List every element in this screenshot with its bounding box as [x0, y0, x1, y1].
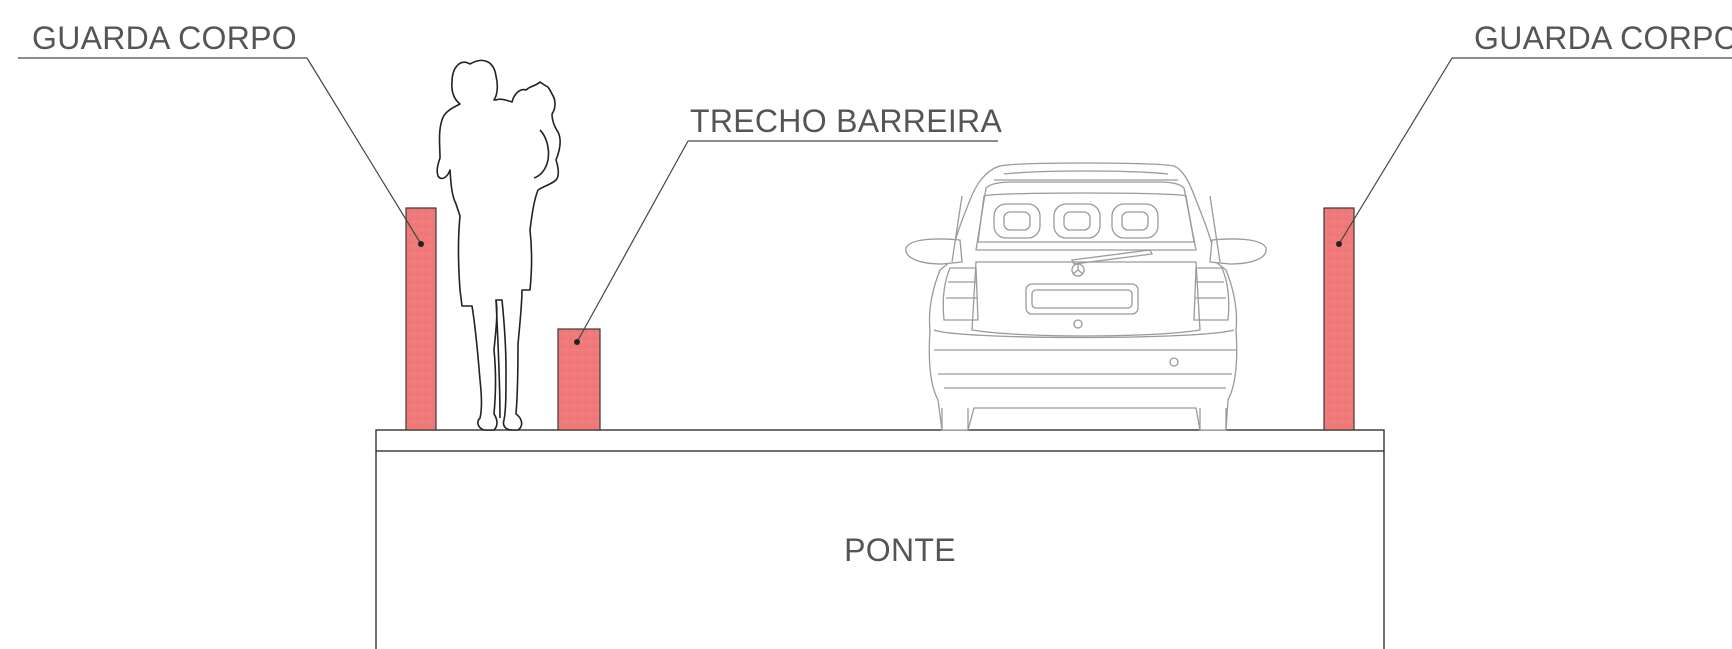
bridge: PONTE [375, 429, 1385, 649]
barrier-label: TRECHO BARREIRA [690, 103, 1002, 139]
right-railing-label: GUARDA CORPO [1474, 20, 1732, 56]
bridge-label: PONTE [844, 532, 956, 568]
left-railing-callout: GUARDA CORPO [18, 20, 424, 247]
car-rear-view-icon [905, 162, 1267, 431]
bridge-deck [375, 429, 1385, 452]
barrier-post [557, 328, 601, 431]
bridge-body [375, 451, 1385, 649]
left-railing-label: GUARDA CORPO [32, 20, 297, 56]
barrier-callout: TRECHO BARREIRA [574, 103, 1002, 345]
right-railing-callout: GUARDA CORPO [1336, 20, 1732, 247]
person-carrying-child-icon [436, 59, 561, 431]
